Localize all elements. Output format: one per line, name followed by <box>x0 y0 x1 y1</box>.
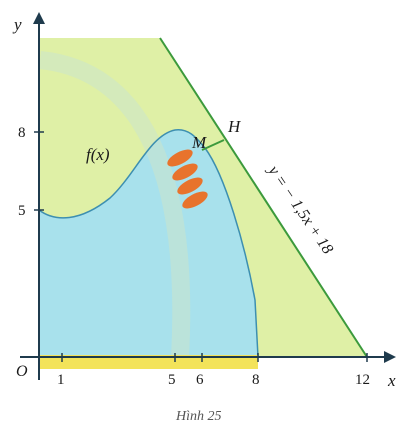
x-tick-marks <box>61 353 368 362</box>
y-tick-label-8: 8 <box>18 125 26 141</box>
origin-label: O <box>16 363 28 380</box>
decorative-arc <box>38 51 191 358</box>
x-tick-label-5: 5 <box>168 372 176 388</box>
y-tick-label-5: 5 <box>18 203 26 219</box>
x-axis-label: x <box>387 371 396 390</box>
curve-label: f(x) <box>86 145 110 164</box>
f-curve <box>38 129 259 358</box>
x-axis-arrow-icon <box>384 351 396 363</box>
point-H-label: H <box>227 117 242 136</box>
figure-caption: Hình 25 <box>175 409 222 424</box>
y-axis-arrow-icon <box>33 12 45 24</box>
yellow-band <box>39 355 258 369</box>
point-M-label: M <box>191 133 207 152</box>
y-axis-label: y <box>12 15 22 34</box>
y-tick-marks <box>34 131 44 211</box>
x-tick-label-12: 12 <box>355 372 370 388</box>
line-y-minus-1.5x-plus-18 <box>159 37 368 358</box>
orange-marks <box>167 149 208 209</box>
x-tick-label-8: 8 <box>252 372 260 388</box>
x-tick-label-6: 6 <box>196 372 204 388</box>
x-tick-label-1: 1 <box>57 372 65 388</box>
segment-MH <box>201 139 225 151</box>
blue-region-under-curve <box>39 129 258 357</box>
